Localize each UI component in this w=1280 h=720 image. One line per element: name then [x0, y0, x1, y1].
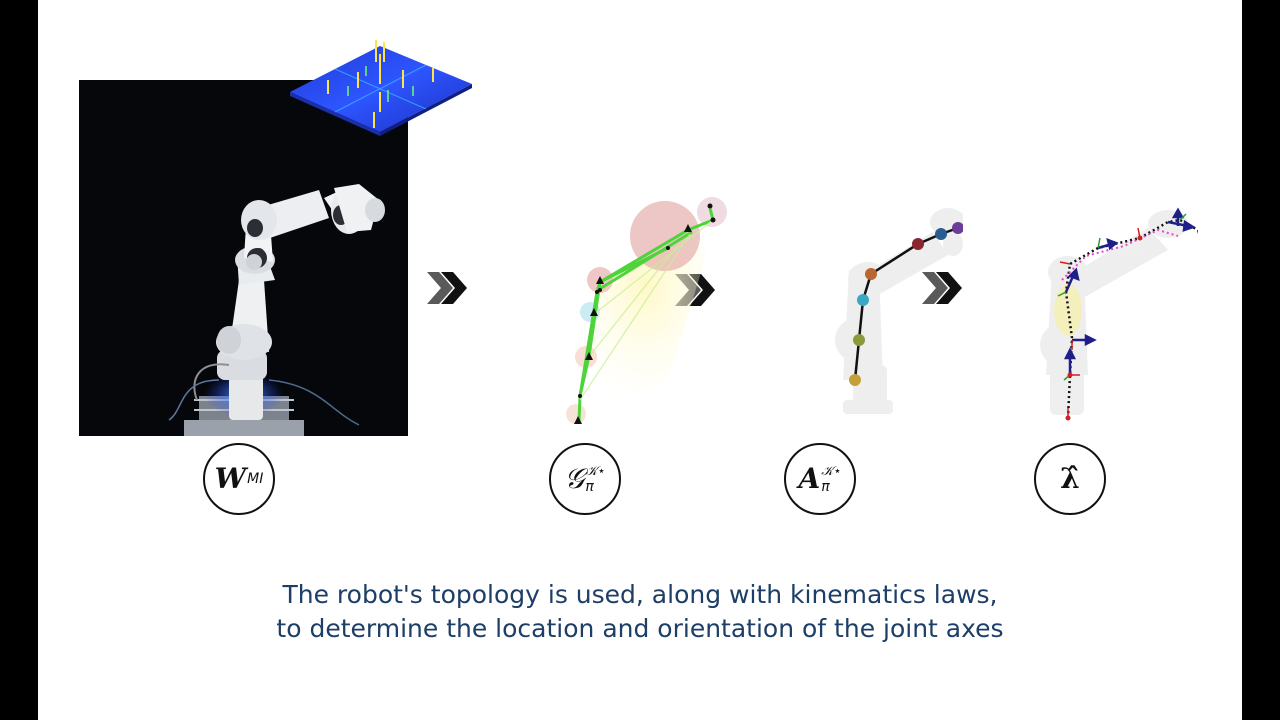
label-adjacency: A 𝒦⋆ π: [784, 443, 856, 515]
caption-line-2: to determine the location and orientatio…: [276, 614, 1004, 643]
symbol-g: 𝒢: [564, 462, 585, 495]
caption-line-1: The robot's topology is used, along with…: [282, 580, 998, 609]
subscript-pi: π: [821, 478, 830, 495]
symbol-w: W: [214, 462, 247, 495]
subscript-mi: MI: [247, 471, 264, 487]
symbol-lambda-hat: λ̂: [1060, 462, 1080, 495]
caption: The robot's topology is used, along with…: [38, 578, 1242, 646]
double-chevron-right-icon: [423, 268, 475, 308]
superscript-k-star: 𝒦⋆: [821, 463, 842, 479]
superscript-k-star: 𝒦⋆: [585, 463, 606, 479]
double-chevron-right-icon: [918, 268, 970, 308]
label-joint-axes: λ̂: [1034, 443, 1106, 515]
label-topology-graph: 𝒢 𝒦⋆ π: [549, 443, 621, 515]
symbol-a: A: [798, 462, 821, 495]
indices: 𝒦⋆ π: [821, 465, 841, 494]
adjacency-skeleton-diagram: [783, 200, 966, 420]
subscript-pi: π: [585, 478, 594, 495]
robot-photo: [79, 80, 408, 436]
mutual-information-heatmap: [288, 32, 474, 140]
topology-graph-diagram: [538, 190, 738, 440]
indices: 𝒦⋆ π: [585, 465, 605, 494]
joint-axes-diagram: [1028, 200, 1202, 430]
